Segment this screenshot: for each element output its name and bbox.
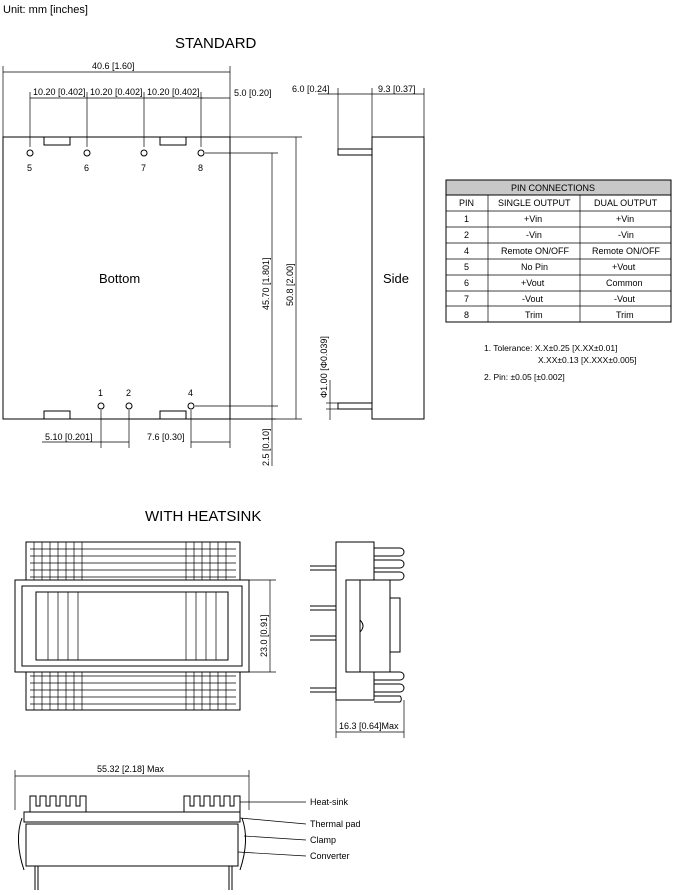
pin-label: 4 [188, 388, 193, 398]
heatsink-title: WITH HEATSINK [145, 508, 261, 525]
heatsink-top-view: 23.0 [0.91] [14, 541, 276, 711]
note-tolerance-1: 1. Tolerance: X.X±0.25 [X.XX±0.01] [484, 343, 617, 353]
dim-edge-right: 5.0 [0.20] [234, 88, 272, 98]
dim-side-lead: 6.0 [0.24] [292, 84, 330, 94]
pin-label: 8 [198, 163, 203, 173]
notch [43, 136, 71, 146]
pin-label: 2 [126, 388, 131, 398]
table-cell: 8 [464, 310, 469, 320]
side-pin-top [337, 148, 373, 156]
table-cell: Remote ON/OFF [501, 246, 570, 256]
pin-hole [197, 149, 205, 157]
table-cell: -Vin [618, 230, 634, 240]
table-cell: 5 [464, 262, 469, 272]
table-header: DUAL OUTPUT [594, 198, 658, 208]
side-label: Side [383, 271, 409, 286]
pin-hole [187, 402, 195, 410]
bottom-view-body [2, 136, 231, 420]
dim-side-body: 9.3 [0.37] [378, 84, 416, 94]
pin-hole [97, 402, 105, 410]
table-cell: Common [606, 278, 643, 288]
note-tolerance-2: X.XX±0.13 [X.XXX±0.005] [538, 355, 637, 365]
dim-overall-height: 50.8 [2.00] [285, 263, 295, 306]
dim-bottom-left: 5.10 [0.201] [45, 432, 93, 442]
side-pin-bottom [337, 402, 373, 410]
pin-label: 7 [141, 163, 146, 173]
bottom-view: Bottom 5 6 7 8 1 2 4 [2, 136, 231, 420]
side-view: Side 6.0 [0.24] 9.3 [0.37] Φ1.00 [Φ0.039… [292, 84, 425, 420]
notch [159, 136, 187, 146]
vertical-dimensions: 45.70 [1.801] 50.8 [2.00] 2.5 [0.10] [195, 136, 302, 466]
dim-overall-width: 40.6 [1.60] [92, 61, 135, 71]
dim-pin-span: 45.70 [1.801] [261, 257, 271, 310]
pin-hole [26, 149, 34, 157]
note-pin-tolerance: 2. Pin: ±0.05 [±0.002] [484, 372, 565, 382]
pin-hole [83, 149, 91, 157]
table-cell: 1 [464, 214, 469, 224]
table-cell: 2 [464, 230, 469, 240]
callout-heat-sink: Heat-sink [310, 797, 349, 807]
table-cell: -Vout [614, 294, 636, 304]
callout-converter: Converter [310, 851, 350, 861]
table-cell: Remote ON/OFF [592, 246, 661, 256]
bottom-dimensions: 5.10 [0.201] 7.6 [0.30] [42, 410, 231, 448]
dim-bottom-edge: 2.5 [0.10] [261, 428, 271, 466]
dim-heatsink-side: 16.3 [0.64]Max [339, 721, 399, 731]
table-cell: +Vin [616, 214, 634, 224]
pin-hole [125, 402, 133, 410]
bottom-label: Bottom [99, 271, 140, 286]
table-cell: 6 [464, 278, 469, 288]
table-title: PIN CONNECTIONS [511, 183, 595, 193]
callout-thermal-pad: Thermal pad [310, 819, 361, 829]
pin-connections-table: PIN CONNECTIONS PIN SINGLE OUTPUT DUAL O… [445, 179, 672, 323]
table-cell: 4 [464, 246, 469, 256]
pin-label: 6 [84, 163, 89, 173]
dim-pitch-b: 10.20 [0.402] [90, 87, 143, 97]
dim-bottom-right: 7.6 [0.30] [147, 432, 185, 442]
units-label: Unit: mm [inches] [3, 4, 88, 16]
table-cell: -Vout [522, 294, 544, 304]
pin-label: 1 [98, 388, 103, 398]
callout-clamp: Clamp [310, 835, 336, 845]
table-cell: +Vout [612, 262, 636, 272]
dim-pitch-a: 10.20 [0.402] [33, 87, 86, 97]
notch [43, 410, 71, 420]
table-header: PIN [459, 198, 474, 208]
table-cell: 7 [464, 294, 469, 304]
top-dimensions: 40.6 [1.60] 10.20 [0.402] 10.20 [0.402] … [2, 61, 272, 147]
pin-label: 5 [27, 163, 32, 173]
side-view-body [371, 136, 425, 420]
table-cell: No Pin [521, 262, 548, 272]
table-cell: -Vin [526, 230, 542, 240]
dim-heatsink-front: 55.32 [2.18] Max [97, 764, 165, 774]
standard-title: STANDARD [175, 35, 257, 52]
dim-pin-diameter: Φ1.00 [Φ0.039] [319, 336, 329, 398]
pin-hole [140, 149, 148, 157]
table-cell: Trim [616, 310, 634, 320]
table-cell: +Vout [521, 278, 545, 288]
heatsink-front-view: 55.32 [2.18] Max Heat-sink Thermal pad C… [14, 764, 361, 890]
table-cell: Trim [525, 310, 543, 320]
table-cell: +Vin [524, 214, 542, 224]
dim-pitch-c: 10.20 [0.402] [147, 87, 200, 97]
notch [159, 410, 187, 420]
dim-heatsink-height: 23.0 [0.91] [259, 614, 269, 657]
heatsink-side-view: 16.3 [0.64]Max [310, 541, 405, 738]
table-header: SINGLE OUTPUT [498, 198, 571, 208]
